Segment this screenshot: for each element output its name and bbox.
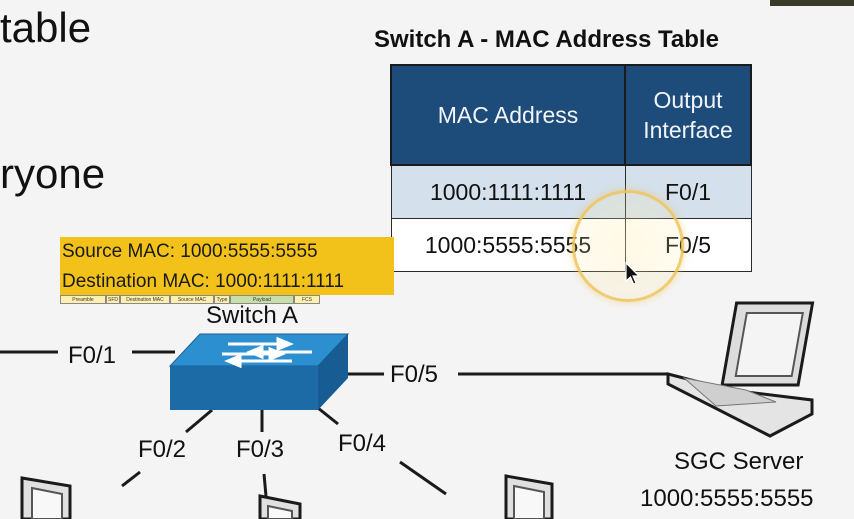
slide-bullet-fragment: ryone bbox=[0, 150, 106, 197]
frame-field-type: Type bbox=[214, 295, 230, 304]
frame-field-fcs: FCS bbox=[294, 295, 320, 304]
laptop-icon bbox=[666, 301, 815, 438]
slide-title-fragment: table bbox=[0, 4, 92, 51]
column-header-mac: MAC Address bbox=[390, 64, 626, 166]
pointer-cursor-icon bbox=[625, 262, 641, 285]
server-name-label: SGC Server bbox=[674, 448, 804, 475]
frame-field-source: Source MAC bbox=[170, 295, 214, 304]
laptop-screen bbox=[31, 484, 545, 519]
frame-fields-strip: Preamble SFD Destination MAC Source MAC … bbox=[60, 295, 320, 304]
link-f02 bbox=[185, 408, 213, 434]
port-label-f02: F0/2 bbox=[136, 436, 189, 464]
destination-mac-label: Destination MAC: 1000:1111:1111 bbox=[62, 271, 345, 292]
mac-table-title: Switch A - MAC Address Table bbox=[374, 26, 719, 53]
switch-label: Switch A bbox=[206, 302, 299, 329]
port-label-f03: F0/3 bbox=[234, 436, 287, 464]
frame-field-destination: Destination MAC bbox=[120, 295, 170, 304]
link-f04 bbox=[317, 406, 339, 426]
port-label-f05: F0/5 bbox=[388, 361, 441, 389]
port-label-f01: F0/1 bbox=[66, 342, 119, 370]
link-f03-down bbox=[262, 473, 268, 497]
link-f04-down bbox=[399, 460, 447, 496]
window-edge bbox=[770, 0, 854, 6]
table-header-row: MAC Address Output Interface bbox=[390, 64, 752, 166]
cursor-highlight bbox=[572, 190, 684, 302]
frame-field-preamble: Preamble bbox=[60, 295, 106, 304]
mac-cell: 1000:1111:1111 bbox=[390, 164, 626, 219]
server-mac-label: 1000:5555:5555 bbox=[640, 485, 814, 512]
port-label-f04: F0/4 bbox=[336, 430, 389, 458]
frame-field-payload: Payload bbox=[230, 295, 294, 304]
column-header-interface-line2: Interface bbox=[643, 117, 733, 143]
switch-icon bbox=[168, 333, 350, 410]
column-header-interface: Output Interface bbox=[624, 64, 752, 166]
ethernet-frame-box: Source MAC: 1000:5555:5555 Destination M… bbox=[60, 237, 394, 295]
source-mac-label: Source MAC: 1000:5555:5555 bbox=[62, 241, 318, 262]
column-header-interface-line1: Output bbox=[653, 87, 723, 113]
link-f02-down bbox=[121, 470, 141, 488]
frame-field-sfd: SFD bbox=[106, 295, 120, 304]
